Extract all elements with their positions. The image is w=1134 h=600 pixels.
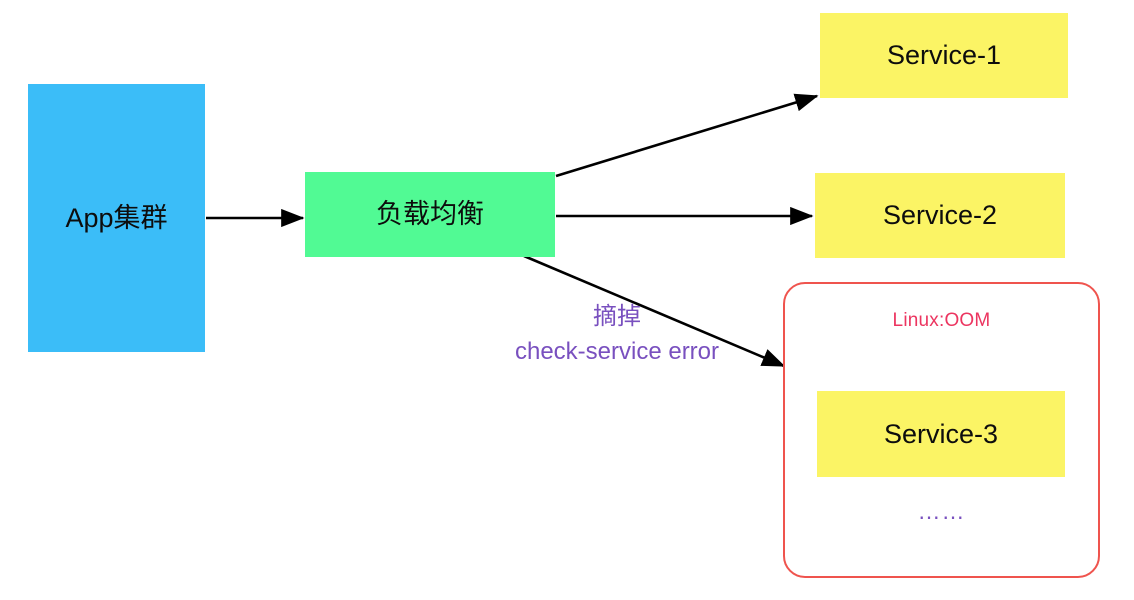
edge-lb-to-service-1: [555, 93, 819, 178]
node-service-1[interactable]: Service-1: [820, 13, 1068, 98]
node-app-cluster[interactable]: App集群: [28, 84, 205, 352]
node-service-3[interactable]: Service-3: [817, 391, 1065, 477]
edge-label-evict-line-2: check-service error: [514, 337, 720, 365]
group-oom-ellipsis: ……: [917, 498, 966, 524]
edge-label-evict: 摘掉 check-service error: [452, 300, 782, 370]
node-service-2[interactable]: Service-2: [815, 173, 1065, 258]
node-load-balancer[interactable]: 负载均衡: [305, 172, 555, 257]
edge-label-evict-line-1: 摘掉: [593, 303, 641, 330]
group-oom-caption: Linux:OOM: [892, 310, 991, 331]
